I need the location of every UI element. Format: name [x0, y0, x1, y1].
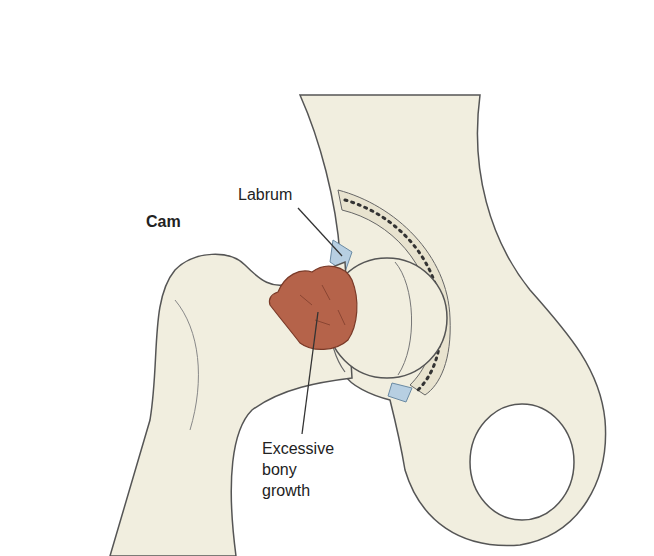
labrum: [388, 383, 412, 402]
bony-growth: [269, 266, 356, 349]
leader-line: [298, 208, 342, 256]
growth-texture: [300, 285, 345, 325]
title-label: Cam: [146, 211, 181, 232]
trochanter-contour: [175, 300, 198, 430]
part-label: Labrum: [238, 184, 292, 205]
head-contour: [395, 262, 412, 375]
part-label: Excessive bony growth: [262, 438, 344, 501]
leader-line: [302, 312, 318, 434]
obturator-foramen: [470, 404, 574, 520]
